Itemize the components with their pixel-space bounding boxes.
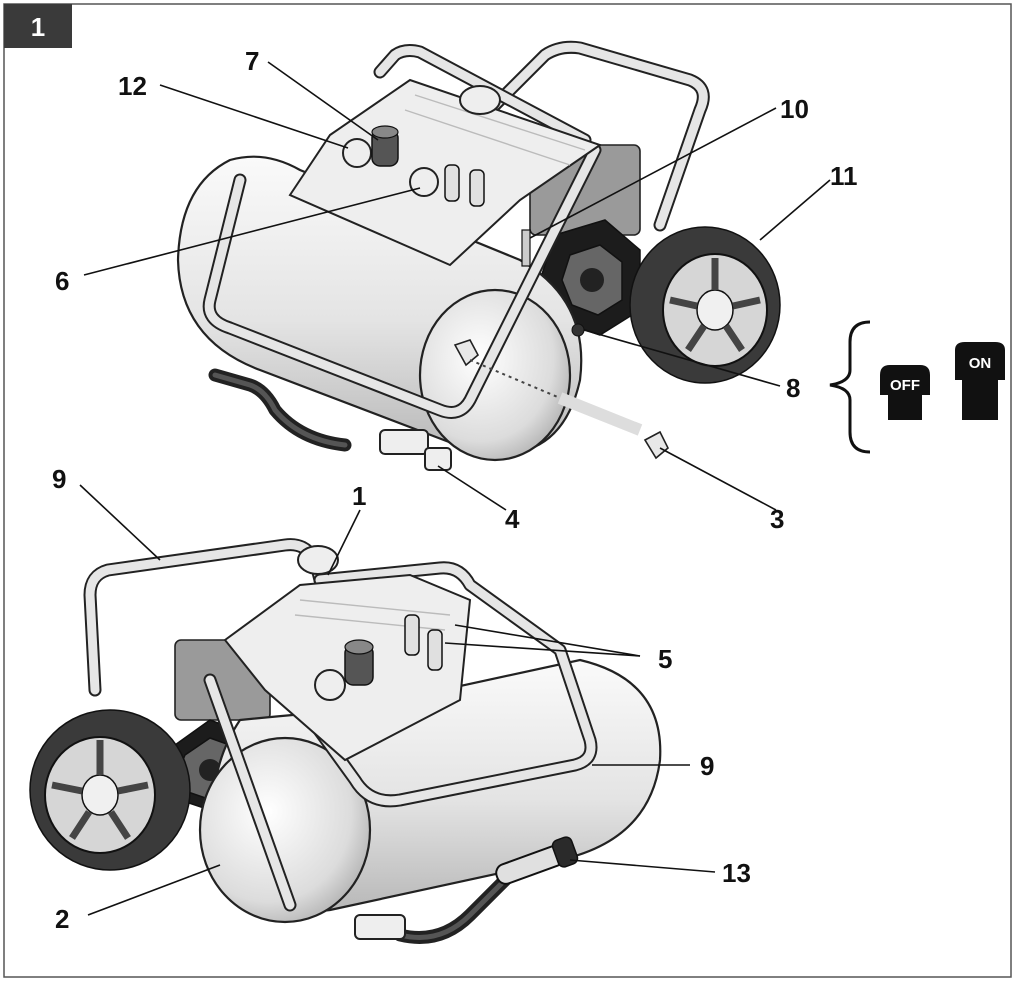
callout-8: 8	[786, 373, 800, 403]
callout-7: 7	[245, 46, 259, 76]
switch-off-label: OFF	[890, 377, 920, 394]
callout-11: 11	[830, 161, 858, 191]
quick-couplings-bottom	[404, 614, 443, 671]
pressure-gauge-6	[409, 167, 439, 197]
safety-valve	[521, 229, 531, 267]
brace-icon	[829, 320, 871, 454]
on-off-switch-knob	[571, 323, 585, 337]
switch-on-label: ON	[969, 355, 992, 372]
compressor-bottom-view	[29, 538, 662, 944]
control-panel-bottom	[223, 573, 472, 762]
callout-9-top: 9	[52, 464, 66, 494]
callout-3: 3	[770, 504, 784, 534]
wheel-bottom	[29, 709, 191, 871]
pressure-regulator-knob	[371, 125, 399, 167]
wheel-top	[629, 226, 781, 384]
callout-9-bottom: 9	[700, 751, 714, 781]
callout-12: 12	[118, 71, 147, 101]
figure-number: 1	[31, 12, 45, 42]
page-border	[3, 3, 1012, 978]
switch-on-icon: ON	[955, 342, 1005, 420]
top-roller	[459, 85, 501, 115]
switch-off-icon: OFF	[880, 365, 930, 420]
top-roller-bottom	[297, 545, 339, 575]
callout-labels: 12 7 6 10 11 8 3 4 9 1 5 9 13 2	[52, 46, 858, 934]
pressure-gauge-12	[342, 138, 372, 168]
drain-screw	[453, 339, 669, 460]
callout-4: 4	[505, 504, 520, 534]
switch-state-legend: OFF ON	[829, 320, 1005, 454]
control-panel-top	[288, 78, 603, 267]
callout-1: 1	[352, 481, 366, 511]
leader-lines	[79, 61, 831, 916]
regulator-knob-bottom	[344, 639, 374, 686]
compressor-top-view	[176, 40, 781, 471]
callout-5: 5	[658, 644, 672, 674]
callout-13: 13	[722, 858, 751, 888]
callout-6: 6	[55, 266, 69, 296]
quick-couplings-top	[444, 164, 485, 207]
figure-number-badge: 1	[4, 4, 72, 48]
callout-2: 2	[55, 904, 69, 934]
callout-10: 10	[780, 94, 809, 124]
pressure-gauge-bottom	[314, 669, 346, 701]
